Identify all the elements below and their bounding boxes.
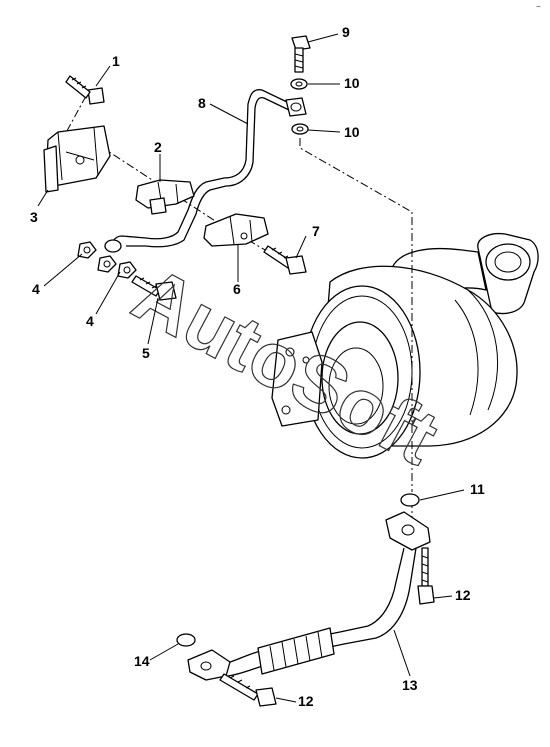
nuts-part-4 <box>77 241 137 279</box>
callout-8: 8 <box>198 95 206 111</box>
gasket-part-11 <box>400 493 420 507</box>
callout-numbers: 1 2 3 4 4 5 6 7 8 9 10 10 11 12 12 13 14 <box>30 24 485 709</box>
oil-return-pipe-part-13 <box>187 511 431 681</box>
turbocharger <box>271 232 539 459</box>
corner-mark: ~ <box>536 2 541 11</box>
oil-feed-pipe-part-8 <box>104 89 307 253</box>
callout-7: 7 <box>312 223 320 239</box>
callout-3: 3 <box>30 209 38 225</box>
callout-6: 6 <box>233 281 241 297</box>
callout-11: 11 <box>470 481 485 497</box>
clamp-part-6 <box>203 213 269 247</box>
callout-leaders <box>37 33 465 703</box>
bracket-part-3 <box>43 125 111 193</box>
sealing-washers-part-10 <box>290 78 309 135</box>
bolts-part-12 <box>219 547 435 707</box>
callout-1: 1 <box>112 53 120 69</box>
callout-10b: 10 <box>344 124 360 140</box>
callout-10a: 10 <box>344 75 360 91</box>
callout-13: 13 <box>402 677 418 693</box>
callout-12a: 12 <box>455 587 471 603</box>
callout-2: 2 <box>154 139 162 155</box>
banjo-bolt-part-9 <box>291 35 311 73</box>
clamp-part-2 <box>135 179 195 215</box>
callout-5: 5 <box>142 345 150 361</box>
stud-bolt-part-5 <box>131 275 177 301</box>
callout-12b: 12 <box>298 693 314 709</box>
gasket-part-14 <box>176 633 196 647</box>
callout-4b: 4 <box>86 313 94 329</box>
bolt-part-1 <box>65 75 105 105</box>
callout-9: 9 <box>342 24 350 40</box>
callout-14: 14 <box>134 653 150 669</box>
callout-4a: 4 <box>32 281 40 297</box>
